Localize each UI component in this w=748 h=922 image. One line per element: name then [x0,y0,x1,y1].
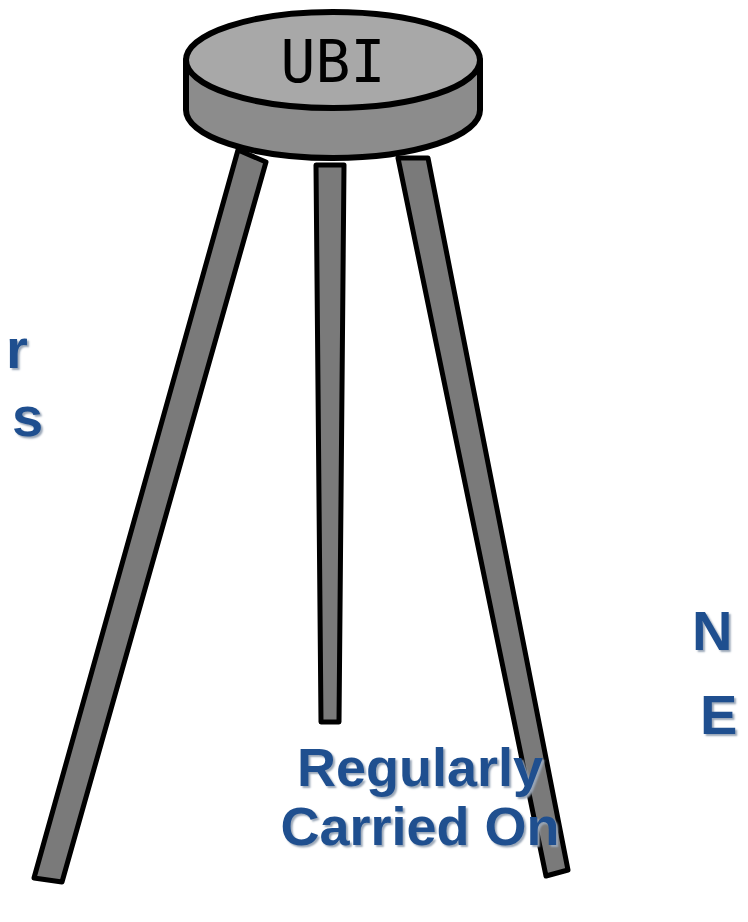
criterion-label: N [692,600,732,662]
stool-seat: UBI [180,6,486,174]
criterion-label: r [6,318,28,380]
criterion-label: Regularly Carried On [270,738,570,857]
criterion-label: s [12,386,43,448]
seat-top [186,12,480,108]
stool-leg [34,150,266,882]
stool-leg [316,165,344,722]
seat-label: UBI [281,28,386,96]
criterion-label: E [700,684,737,746]
